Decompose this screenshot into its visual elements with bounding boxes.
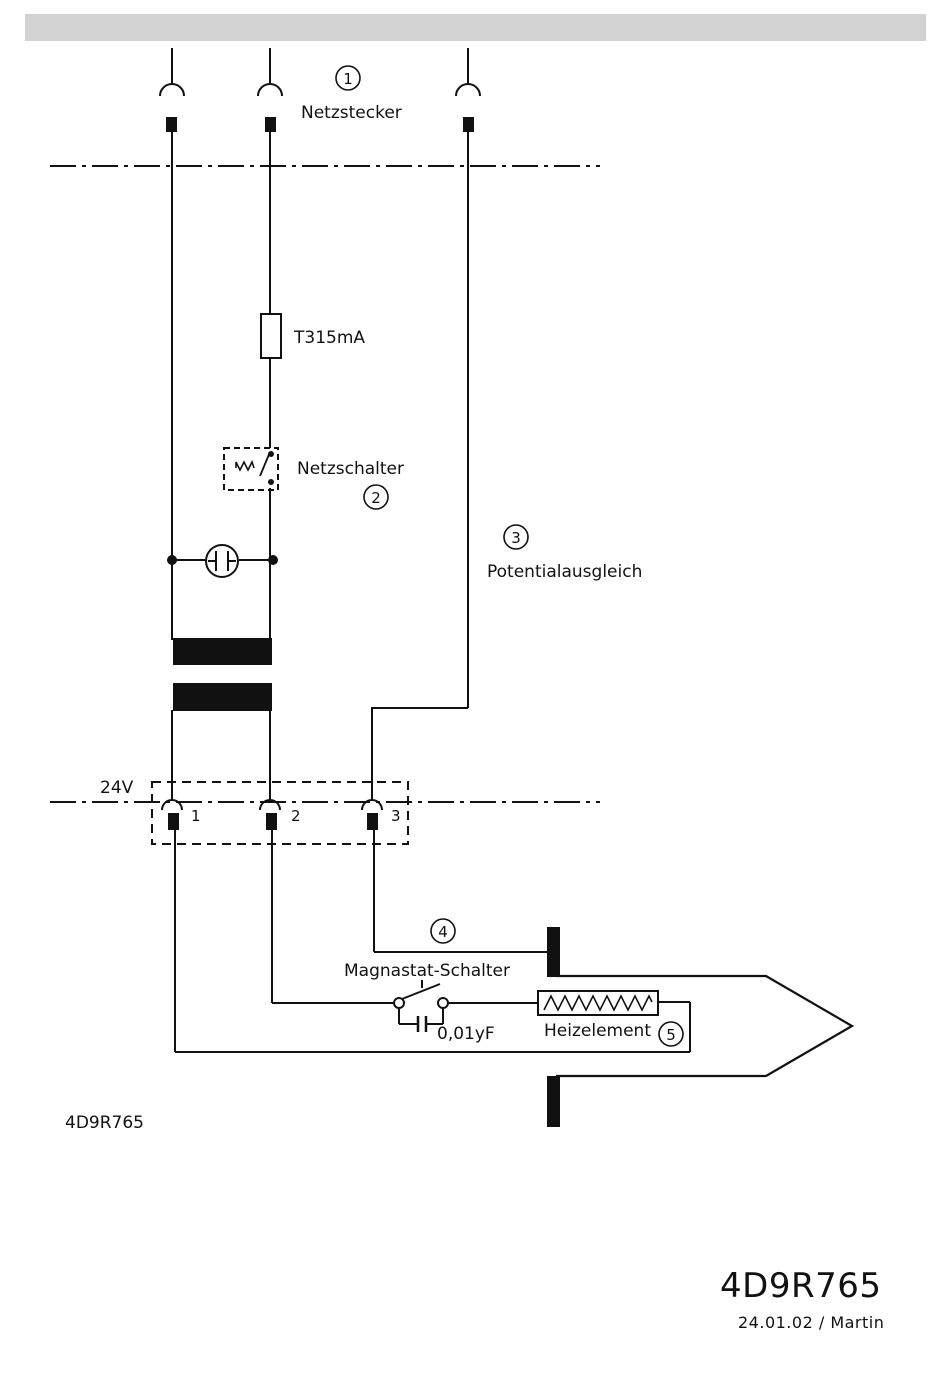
callout-4: 4 xyxy=(438,923,448,941)
callout-5: 5 xyxy=(666,1026,676,1044)
drawing-date-author: 24.01.02 / Martin xyxy=(738,1313,884,1332)
heater-label: Heizelement xyxy=(544,1021,651,1041)
transformer-primary xyxy=(173,638,272,665)
callout-3: 3 xyxy=(511,529,521,547)
pin-3-label: 3 xyxy=(391,807,401,825)
voltage-label: 24V xyxy=(100,778,134,798)
plug-contact-2 xyxy=(258,48,282,96)
heater-symbol xyxy=(538,991,658,1015)
potential-label: Potentialausgleich xyxy=(487,562,642,582)
switch-label: Netzschalter xyxy=(297,459,404,479)
pin-2-label: 2 xyxy=(291,807,301,825)
fuse-symbol xyxy=(261,314,281,358)
wire-3-jog xyxy=(372,708,468,800)
magnastat-label: Magnastat-Schalter xyxy=(344,961,510,981)
capacitor-label: 0,01yF xyxy=(437,1024,495,1044)
callout-2: 2 xyxy=(371,489,381,507)
plug-contact-1 xyxy=(160,48,184,96)
plug-contact-3 xyxy=(456,48,480,96)
fuse-label: T315mA xyxy=(293,328,365,348)
housing-flange-top xyxy=(547,927,560,977)
reference-small: 4D9R765 xyxy=(65,1113,144,1133)
pin-1-label: 1 xyxy=(191,807,201,825)
housing-flange-bottom xyxy=(547,1076,560,1127)
plug-label: Netzstecker xyxy=(301,103,402,123)
transformer-secondary xyxy=(173,683,272,711)
callout-1: 1 xyxy=(343,70,353,88)
drawing-number: 4D9R765 xyxy=(720,1266,881,1306)
